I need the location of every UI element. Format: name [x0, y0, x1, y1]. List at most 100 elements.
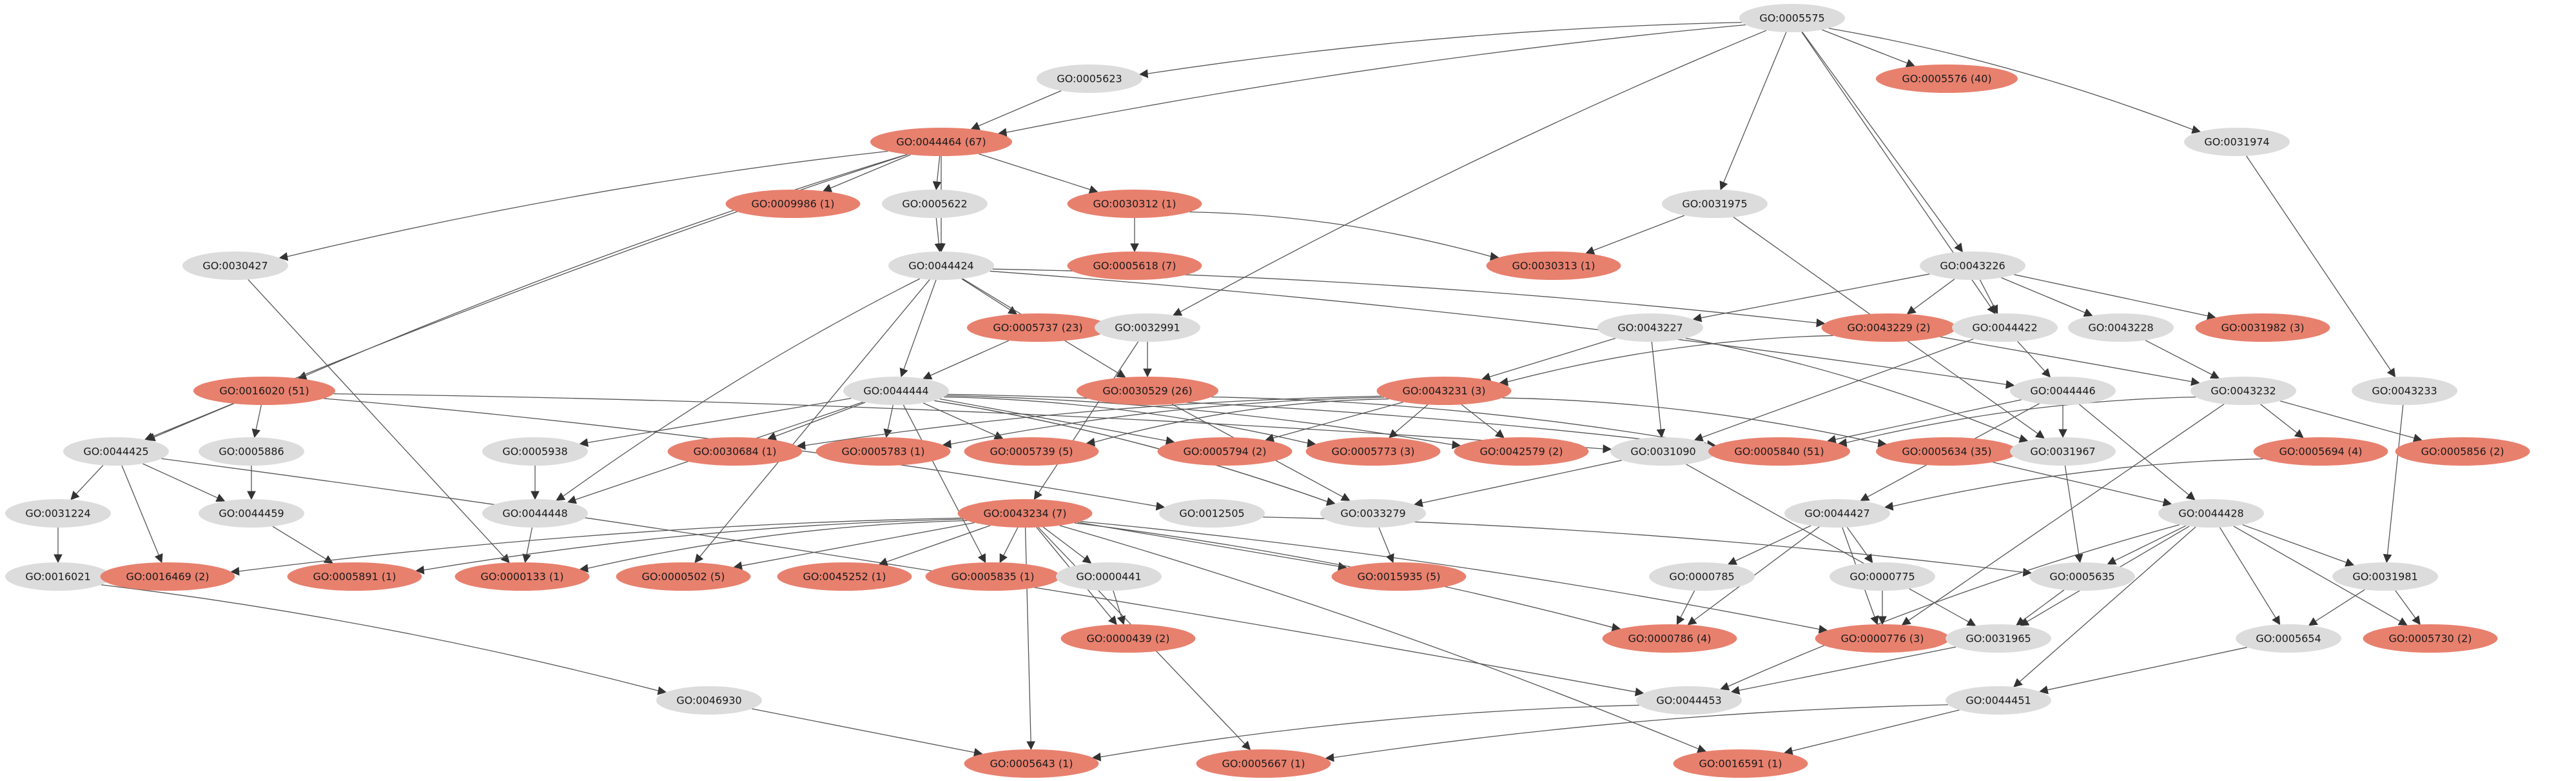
node-439[interactable]: GO:0000439 (2): [1060, 624, 1196, 653]
node-ellipse[interactable]: [100, 562, 235, 591]
node-ellipse[interactable]: [287, 562, 422, 591]
node-ellipse[interactable]: [1602, 624, 1737, 653]
node-42579[interactable]: GO:0042579 (2): [1454, 437, 1589, 466]
node-31965[interactable]: GO:0031965: [1946, 624, 2051, 653]
node-5694[interactable]: GO:0005694 (4): [2253, 437, 2388, 466]
node-44453[interactable]: GO:0044453: [1636, 686, 1742, 715]
node-ellipse[interactable]: [1095, 313, 1200, 342]
node-ellipse[interactable]: [843, 377, 949, 405]
node-5886[interactable]: GO:0005886: [199, 437, 304, 466]
node-5938[interactable]: GO:0005938: [482, 437, 588, 466]
node-5891[interactable]: GO:0005891 (1): [287, 562, 422, 591]
node-33279[interactable]: GO:0033279: [1320, 499, 1426, 528]
node-ellipse[interactable]: [1708, 437, 1850, 466]
node-16591[interactable]: GO:0016591 (1): [1673, 749, 1808, 778]
node-15935[interactable]: GO:0015935 (5): [1331, 562, 1467, 591]
node-ellipse[interactable]: [1673, 749, 1808, 778]
node-44424[interactable]: GO:0044424: [888, 252, 994, 280]
node-ellipse[interactable]: [2010, 377, 2116, 405]
node-44427[interactable]: GO:0044427: [1784, 499, 1890, 528]
node-44448[interactable]: GO:0044448: [482, 499, 588, 528]
node-ellipse[interactable]: [2195, 313, 2330, 342]
node-5622[interactable]: GO:0005622: [882, 190, 988, 218]
node-ellipse[interactable]: [1486, 252, 1621, 280]
node-31090[interactable]: GO:0031090: [1610, 437, 1716, 466]
node-30684[interactable]: GO:0030684 (1): [667, 437, 803, 466]
node-502[interactable]: GO:0000502 (5): [616, 562, 751, 591]
node-30529[interactable]: GO:0030529 (26): [1077, 377, 1218, 405]
node-ellipse[interactable]: [63, 437, 169, 466]
node-ellipse[interactable]: [2184, 128, 2290, 156]
node-ellipse[interactable]: [964, 437, 1099, 466]
node-785[interactable]: GO:0000785: [1649, 562, 1755, 591]
node-43233[interactable]: GO:0043233: [2352, 377, 2457, 405]
node-ellipse[interactable]: [1331, 562, 1467, 591]
node-ellipse[interactable]: [1056, 562, 1162, 591]
node-5737[interactable]: GO:0005737 (23): [967, 313, 1109, 342]
node-ellipse[interactable]: [1597, 313, 1703, 342]
node-44428[interactable]: GO:0044428: [2158, 499, 2264, 528]
node-ellipse[interactable]: [2352, 377, 2457, 405]
node-ellipse[interactable]: [2191, 377, 2296, 405]
node-32991[interactable]: GO:0032991: [1095, 313, 1200, 342]
node-5575[interactable]: GO:0005575: [1739, 4, 1845, 32]
node-31974[interactable]: GO:0031974: [2184, 128, 2290, 156]
node-ellipse[interactable]: [964, 749, 1099, 778]
node-44451[interactable]: GO:0044451: [1946, 686, 2051, 715]
node-ellipse[interactable]: [1662, 190, 1768, 218]
node-5773[interactable]: GO:0005773 (3): [1305, 437, 1441, 466]
node-ellipse[interactable]: [870, 128, 1012, 156]
node-ellipse[interactable]: [1067, 190, 1202, 218]
node-ellipse[interactable]: [2253, 437, 2388, 466]
node-ellipse[interactable]: [1830, 562, 1935, 591]
node-6786[interactable]: GO:0000786 (4): [1602, 624, 1737, 653]
node-ellipse[interactable]: [1305, 437, 1441, 466]
node-31982[interactable]: GO:0031982 (3): [2195, 313, 2330, 342]
node-9986[interactable]: GO:0009986 (1): [725, 190, 861, 218]
node-ellipse[interactable]: [1060, 624, 1196, 653]
node-31981[interactable]: GO:0031981: [2332, 562, 2438, 591]
node-ellipse[interactable]: [1159, 499, 1265, 528]
node-ellipse[interactable]: [925, 562, 1060, 591]
node-5856[interactable]: GO:0005856 (2): [2395, 437, 2530, 466]
node-ellipse[interactable]: [2395, 437, 2530, 466]
node-ellipse[interactable]: [5, 562, 111, 591]
node-5623[interactable]: GO:0005623: [1037, 64, 1142, 93]
node-ellipse[interactable]: [777, 562, 912, 591]
node-ellipse[interactable]: [182, 252, 288, 280]
node-ellipse[interactable]: [1784, 499, 1890, 528]
node-ellipse[interactable]: [1815, 624, 1950, 653]
node-16469[interactable]: GO:0016469 (2): [100, 562, 235, 591]
node-ellipse[interactable]: [667, 437, 803, 466]
node-43232[interactable]: GO:0043232: [2191, 377, 2296, 405]
node-30427[interactable]: GO:0030427: [182, 252, 288, 280]
node-ellipse[interactable]: [1821, 313, 1956, 342]
node-ellipse[interactable]: [888, 252, 994, 280]
node-ellipse[interactable]: [815, 437, 951, 466]
node-ellipse[interactable]: [454, 562, 590, 591]
node-30312[interactable]: GO:0030312 (1): [1067, 190, 1202, 218]
node-ellipse[interactable]: [1636, 686, 1742, 715]
node-ellipse[interactable]: [1376, 377, 1512, 405]
node-ellipse[interactable]: [1454, 437, 1589, 466]
node-133[interactable]: GO:0000133 (1): [454, 562, 590, 591]
node-ellipse[interactable]: [616, 562, 751, 591]
node-43228[interactable]: GO:0043228: [2068, 313, 2174, 342]
node-775[interactable]: GO:0000775: [1830, 562, 1935, 591]
node-5576[interactable]: GO:0005576 (40): [1876, 64, 2018, 93]
node-ellipse[interactable]: [1946, 624, 2051, 653]
node-5618[interactable]: GO:0005618 (7): [1067, 252, 1202, 280]
node-5635[interactable]: GO:0005635: [2029, 562, 2135, 591]
node-ellipse[interactable]: [199, 499, 304, 528]
node-ellipse[interactable]: [1157, 437, 1293, 466]
node-ellipse[interactable]: [1946, 686, 2051, 715]
node-ellipse[interactable]: [5, 499, 111, 528]
node-44459[interactable]: GO:0044459: [199, 499, 304, 528]
node-ellipse[interactable]: [1037, 64, 1142, 93]
node-ellipse[interactable]: [1649, 562, 1755, 591]
node-5840[interactable]: GO:0005840 (51): [1708, 437, 1850, 466]
node-ellipse[interactable]: [1739, 4, 1845, 32]
node-5835[interactable]: GO:0005835 (1): [925, 562, 1060, 591]
node-44446[interactable]: GO:0044446: [2010, 377, 2116, 405]
node-43226[interactable]: GO:0043226: [1920, 252, 2025, 280]
